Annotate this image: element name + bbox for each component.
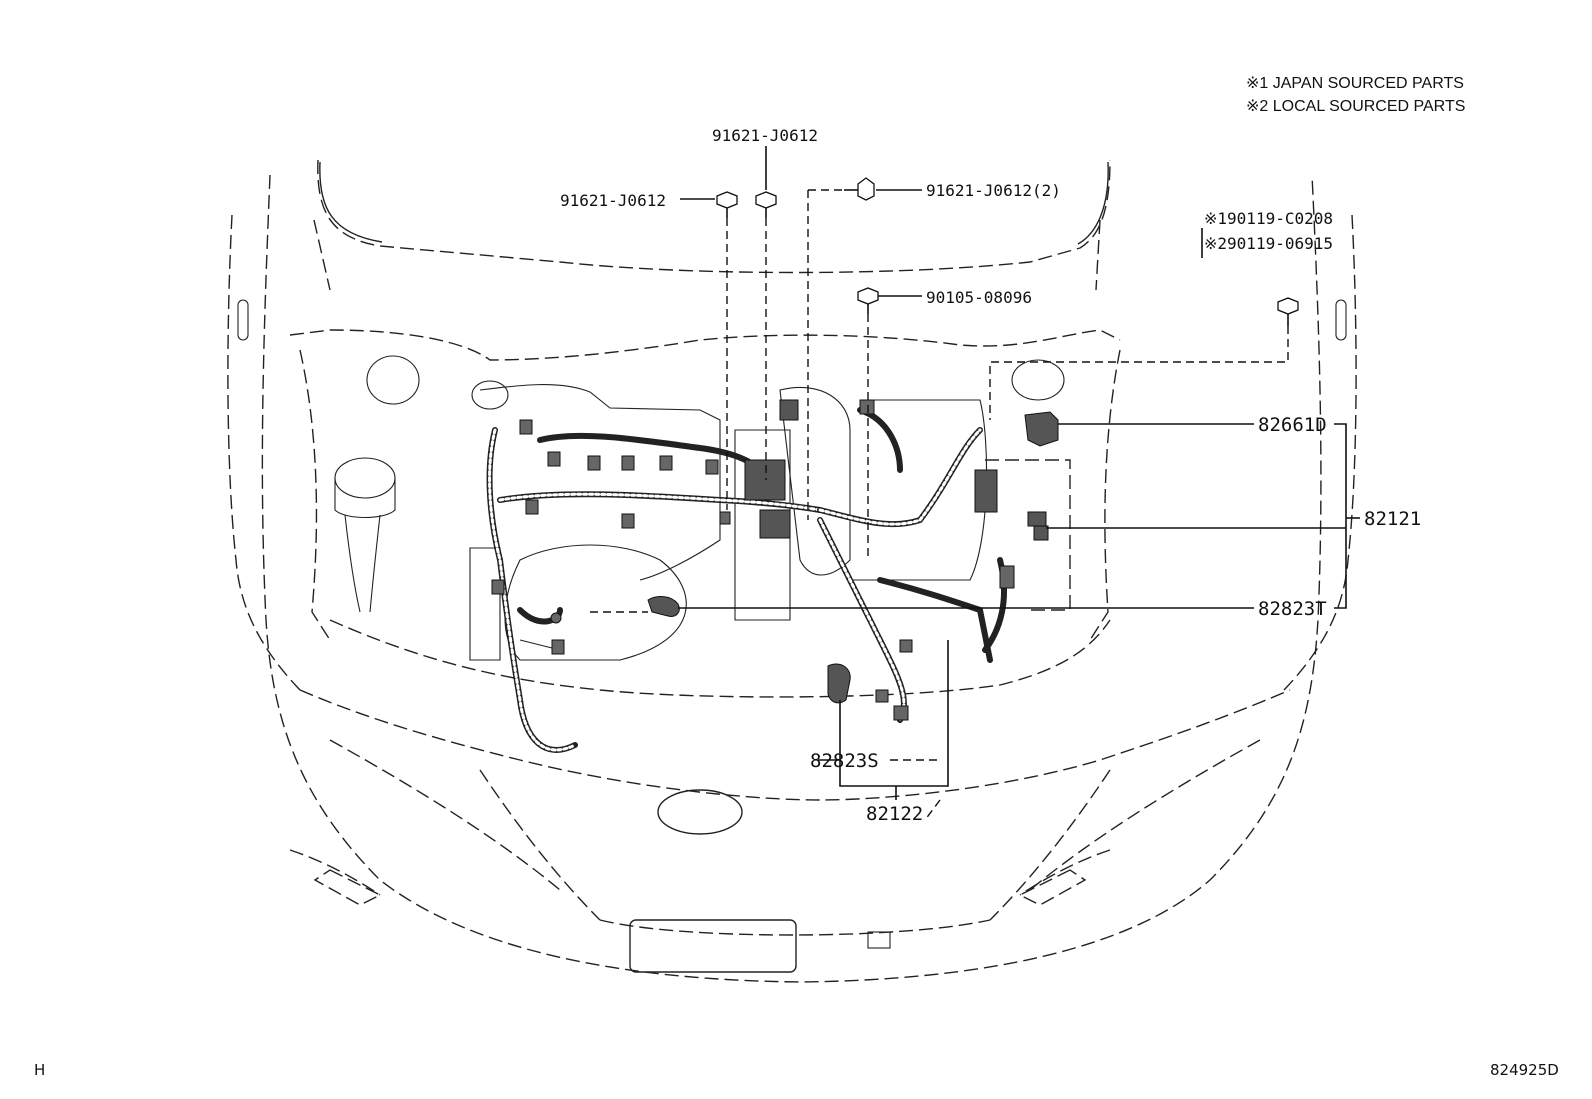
- note-japan-sourced: ※1 JAPAN SOURCED PARTS: [1246, 75, 1464, 92]
- footer-left-mark: H: [34, 1061, 45, 1079]
- callout-part-82122: 82122: [866, 803, 923, 825]
- diagram-id: 824925D: [1490, 1061, 1559, 1079]
- callout-bolt-top-center: 91621-J0612: [712, 126, 818, 145]
- callout-bolt-top-right: 91621-J0612(2): [926, 181, 1061, 200]
- callout-part-82661d: 82661D: [1258, 414, 1327, 436]
- callout-part-82823s: 82823S: [810, 750, 879, 772]
- callout-bolt-center: 90105-08096: [926, 288, 1032, 307]
- harness-connectors: [491, 399, 1015, 721]
- leader-lines: [590, 146, 1360, 821]
- callout-part-82823t: 82823T: [1258, 598, 1327, 620]
- part-callouts: 91621-J0612 91621-J0612 91621-J0612(2) ※…: [560, 126, 1421, 825]
- coolant-reservoir: [334, 457, 396, 613]
- protector-82823s: [827, 663, 851, 704]
- bolt-icon: [857, 287, 879, 314]
- bolt-icon: [844, 177, 875, 201]
- bolt-icons: [716, 177, 1299, 326]
- bolt-icon: [1277, 297, 1299, 326]
- protector-82823t: [647, 596, 680, 617]
- engine-block: [469, 380, 1071, 661]
- relay-82661d: [1024, 411, 1059, 447]
- callout-bolt-alt-1: ※190119-C0208: [1204, 209, 1333, 228]
- notes-legend: ※1 JAPAN SOURCED PARTS ※2 LOCAL SOURCED …: [1246, 75, 1465, 115]
- callout-part-82121: 82121: [1364, 508, 1421, 530]
- connector-82121-right: [1027, 511, 1049, 541]
- footer: H 824925D: [34, 1061, 1559, 1079]
- note-local-sourced: ※2 LOCAL SOURCED PARTS: [1246, 98, 1465, 115]
- bolt-icon: [755, 191, 777, 218]
- bolt-icon: [716, 191, 738, 218]
- vehicle-body-outline: [227, 159, 1357, 983]
- callout-bolt-alt-2: ※290119-06915: [1204, 234, 1333, 253]
- callout-bolt-top-left: 91621-J0612: [560, 191, 666, 210]
